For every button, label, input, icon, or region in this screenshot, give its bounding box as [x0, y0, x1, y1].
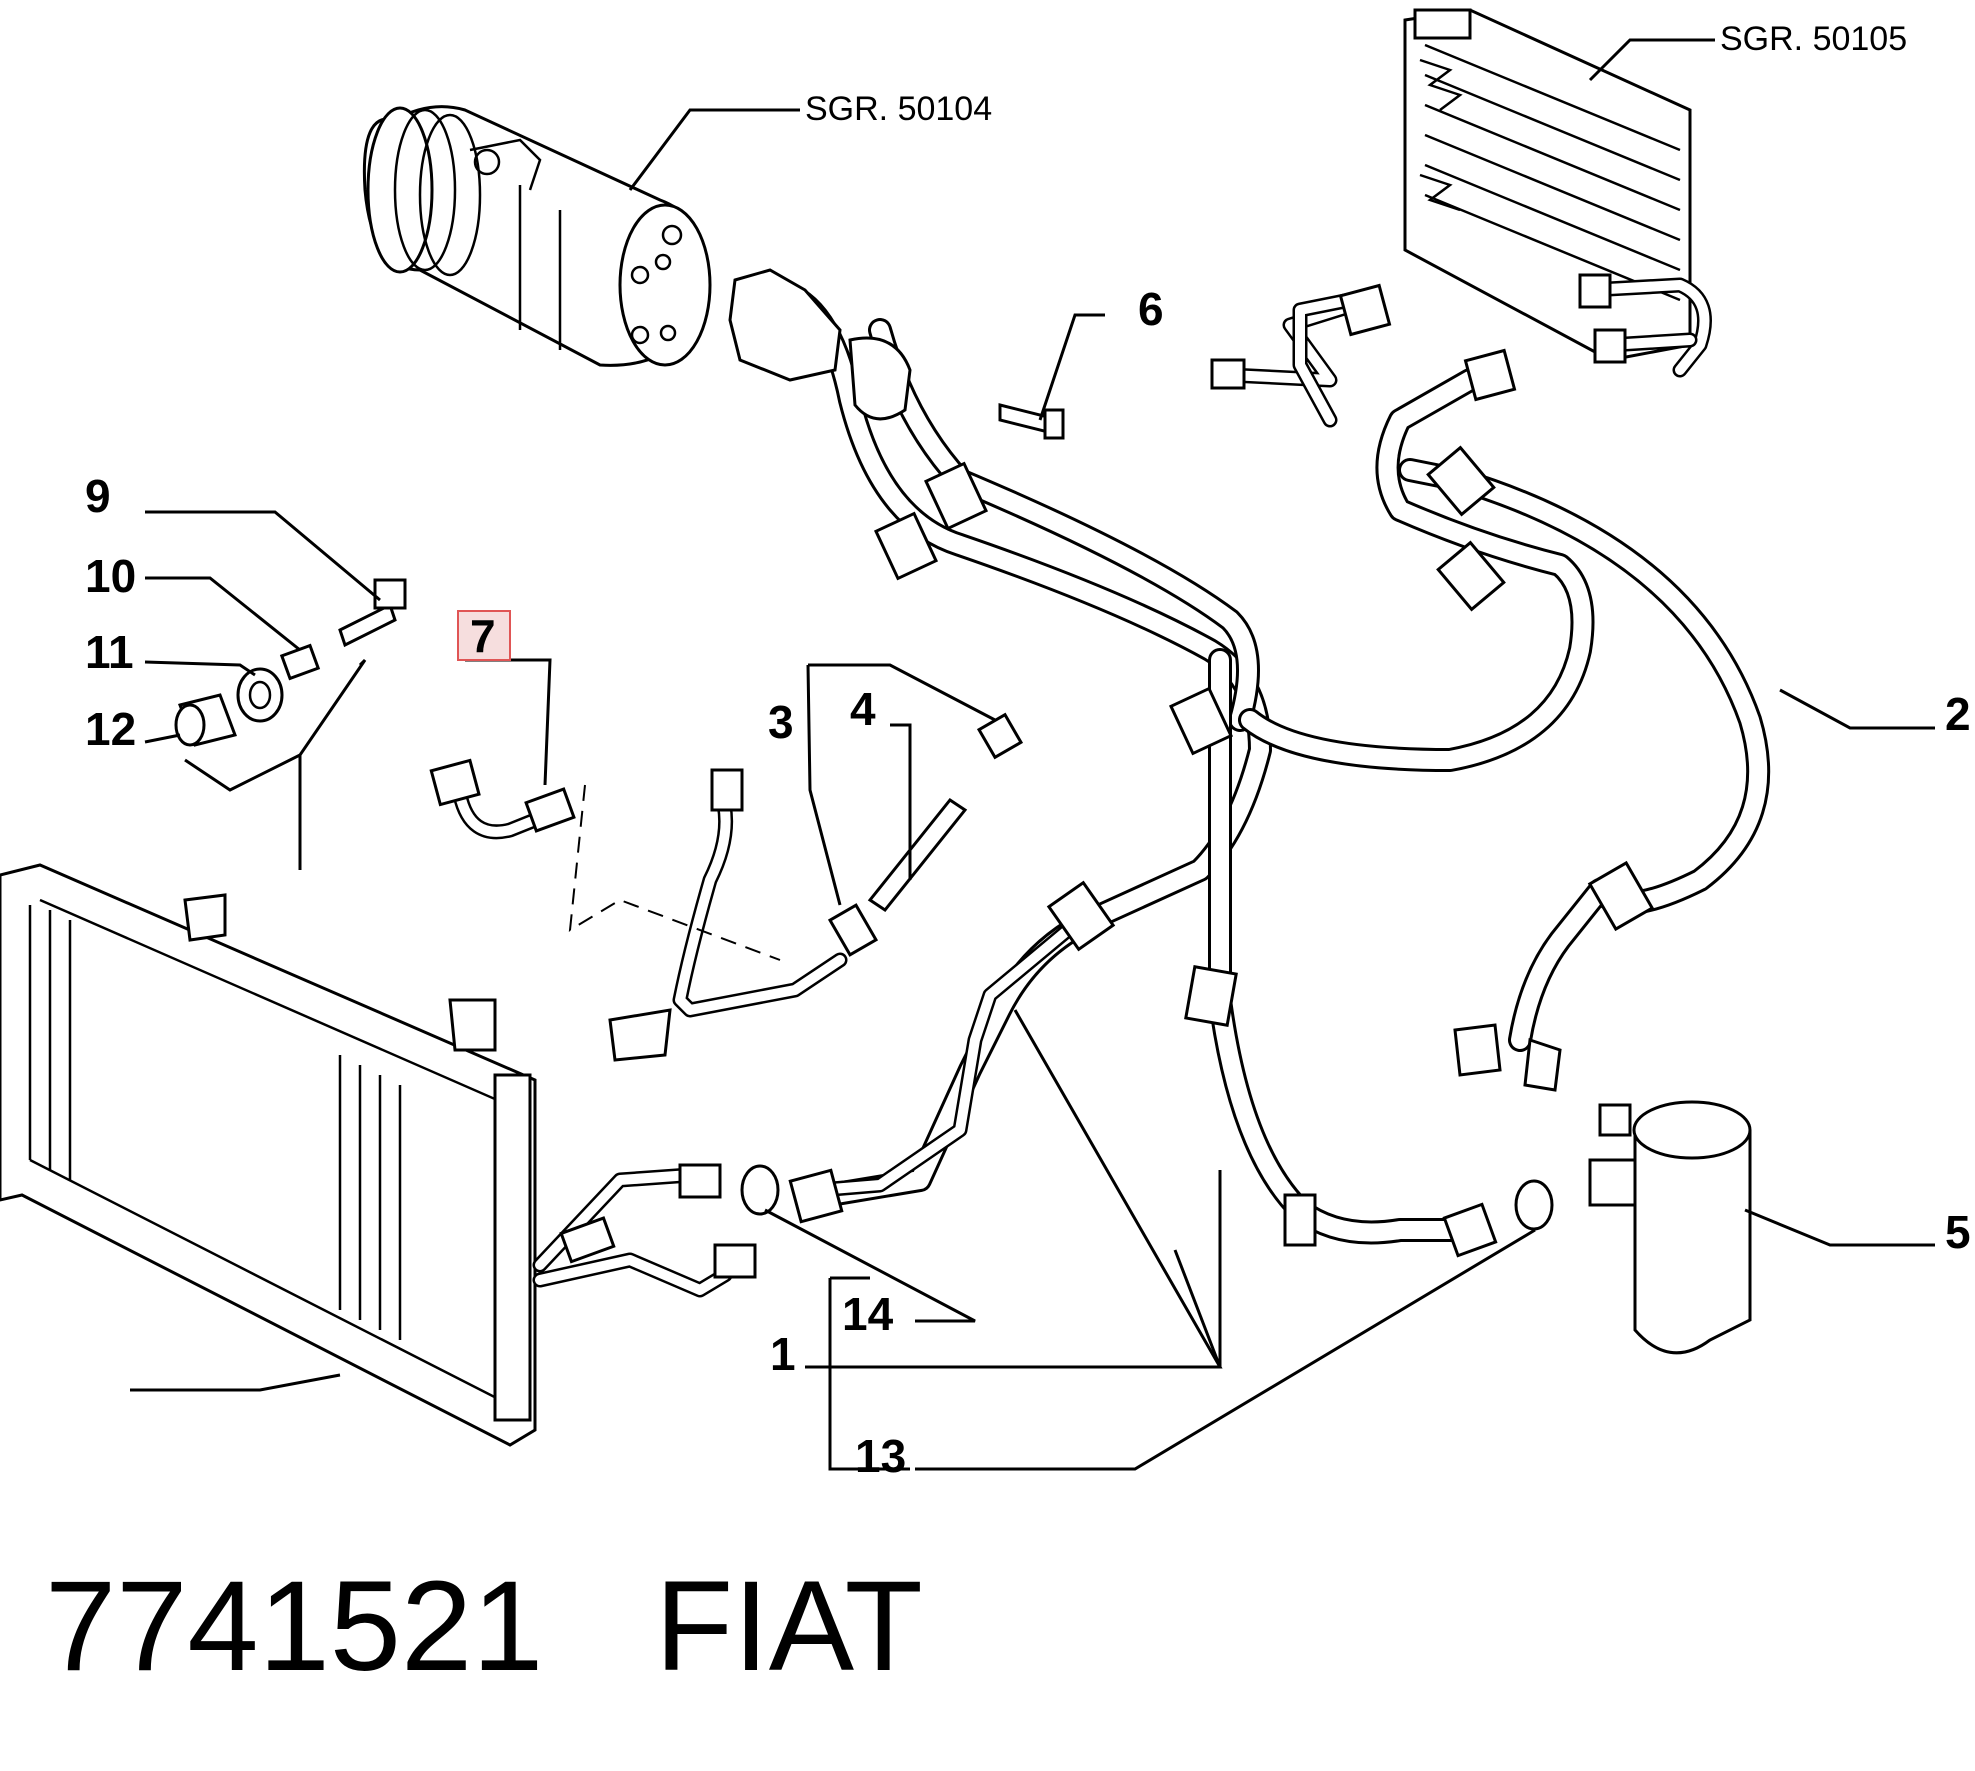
- callout-1[interactable]: 1: [770, 1328, 796, 1380]
- group-ref-evaporator[interactable]: SGR. 50105: [1720, 20, 1907, 58]
- brand-name: FIAT: [655, 1555, 923, 1698]
- callout-9[interactable]: 9: [85, 470, 111, 522]
- small-parts-drawing: [174, 403, 1065, 1216]
- condenser-drawing: [0, 863, 757, 1447]
- group-ref-compressor[interactable]: SGR. 50104: [805, 90, 992, 128]
- callout-2[interactable]: 2: [1945, 688, 1971, 740]
- callout-labels: 7 9 10 11 12 6 3 4 2 5 14 1 13 SGR. 5010…: [85, 20, 1971, 1482]
- callout-12[interactable]: 12: [85, 703, 136, 755]
- callout-10[interactable]: 10: [85, 550, 136, 602]
- part-number: 7741521: [45, 1555, 543, 1698]
- compressor-drawing: [362, 105, 712, 367]
- callout-14[interactable]: 14: [842, 1288, 894, 1340]
- callout-3[interactable]: 3: [768, 696, 794, 748]
- evaporator-drawing: [1403, 8, 1712, 378]
- dryer-drawing: [1514, 1100, 1752, 1355]
- leader-lines: [130, 38, 1935, 1471]
- callout-6[interactable]: 6: [1138, 283, 1164, 335]
- footer: 7741521 FIAT: [45, 1555, 923, 1698]
- callout-5[interactable]: 5: [1945, 1206, 1971, 1258]
- callout-7[interactable]: 7: [470, 610, 496, 662]
- refrigerant-pipes: [728, 268, 1771, 1258]
- highlight-box: [457, 610, 511, 661]
- callout-4[interactable]: 4: [850, 683, 876, 735]
- callout-13[interactable]: 13: [855, 1430, 906, 1482]
- callout-11[interactable]: 11: [85, 626, 134, 678]
